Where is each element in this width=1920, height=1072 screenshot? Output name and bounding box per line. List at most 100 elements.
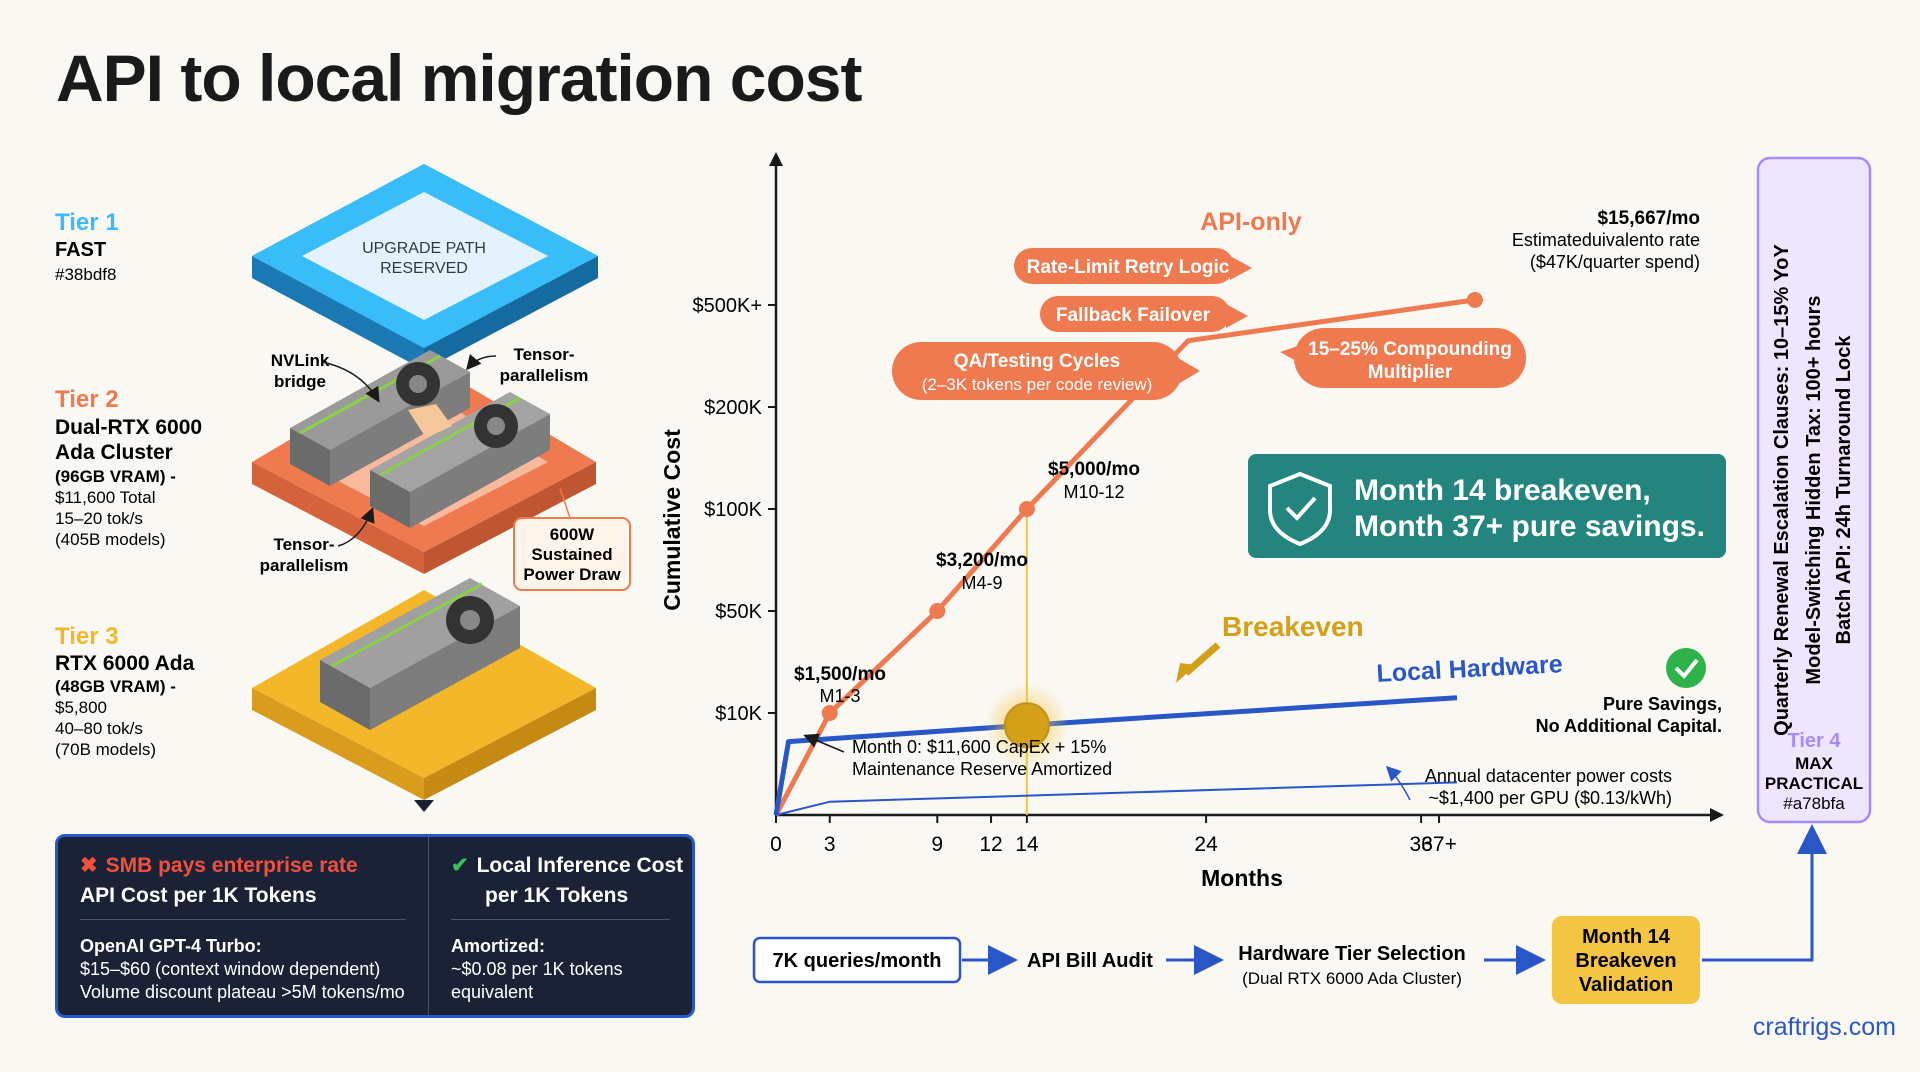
point-label-period: M10-12 xyxy=(1063,482,1124,502)
tier4-name: MAX xyxy=(1795,754,1833,773)
flow-step: API Bill Audit xyxy=(1027,950,1153,972)
tier3-label-block: Tier 3 RTX 6000 Ada (48GB VRAM) - $5,800… xyxy=(55,623,195,759)
hidden-cost-pill: Fallback Failover xyxy=(1040,296,1248,332)
svg-text:Tensor-: Tensor- xyxy=(513,345,574,364)
tier1-label-block: Tier 1 FAST #38bdf8 xyxy=(55,209,119,284)
y-tick-label: $50K xyxy=(715,601,762,623)
power-badge: 600W Sustained Power Draw xyxy=(513,487,631,591)
tier3-label: Tier 3 xyxy=(55,623,119,650)
svg-text:Sustained: Sustained xyxy=(531,545,612,564)
tier3-price: $5,800 xyxy=(55,698,107,717)
point-label-extra: ($47K/quarter spend) xyxy=(1530,252,1700,272)
stack-pointer-icon xyxy=(414,800,434,812)
shield-check-icon xyxy=(1268,471,1332,547)
point-label-period: Estimateduivalento rate xyxy=(1512,230,1700,250)
power-annotation: Annual datacenter power costs xyxy=(1425,766,1672,786)
callout-line2: Month 37+ pure savings. xyxy=(1354,510,1705,543)
callout-line1: Month 14 breakeven, xyxy=(1354,474,1651,507)
point-label-period: M1-3 xyxy=(819,686,860,706)
y-tick-label: $500K+ xyxy=(692,295,762,317)
local-detail: equivalent xyxy=(451,982,534,1002)
point-label-price: $15,667/mo xyxy=(1598,208,1700,229)
y-tick-label: $100K xyxy=(704,499,762,521)
flow-step: Validation xyxy=(1579,974,1673,996)
tier3-name: RTX 6000 Ada xyxy=(55,652,195,675)
cost-chart: Cumulative Cost Months $10K$50K$100K$200… xyxy=(659,152,1726,891)
x-tick-label: 24 xyxy=(1194,833,1218,856)
api-data-point xyxy=(1018,501,1035,517)
side-note: Batch API: 24h Turnaround Lock xyxy=(1833,335,1855,645)
svg-text:Tensor-: Tensor- xyxy=(273,535,334,554)
check-circle-icon xyxy=(1666,648,1706,688)
breakeven-label: Breakeven xyxy=(1222,611,1364,642)
tier4-panel: Quarterly Renewal Escalation Clauses: 10… xyxy=(1756,156,1872,824)
x-tick-label: 37+ xyxy=(1421,833,1457,856)
y-axis-label: Cumulative Cost xyxy=(659,429,685,611)
x-tick-label: 9 xyxy=(931,833,943,856)
point-label-price: $3,200/mo xyxy=(936,550,1028,571)
power-annotation-2: ~$1,400 per GPU ($0.13/kWh) xyxy=(1428,788,1672,808)
breakeven-point xyxy=(1003,702,1050,749)
tier3-models: (70B models) xyxy=(55,740,156,759)
tier4-label: Tier 4 xyxy=(1788,730,1842,752)
point-label-price: $5,000/mo xyxy=(1048,459,1140,480)
tier1-hex: #38bdf8 xyxy=(55,265,116,284)
flow-step-box xyxy=(752,936,962,984)
tier4-name2: PRACTICAL xyxy=(1765,774,1863,793)
x-tick-label: 36 xyxy=(1409,833,1432,856)
local-series-label: Local Hardware xyxy=(1376,650,1563,688)
hidden-cost-pill: Rate-Limit Retry Logic xyxy=(1014,248,1252,284)
tier1-slot-text2: RESERVED xyxy=(380,260,468,277)
api-data-point xyxy=(821,705,838,721)
tier2-speed: 15–20 tok/s xyxy=(55,509,143,528)
cost-comparison-panel: ✖SMB pays enterprise rate API Cost per 1… xyxy=(55,834,695,1018)
y-tick-label: $200K xyxy=(704,397,762,419)
side-note: Model-Switching Hidden Tax: 100+ hours xyxy=(1803,295,1825,684)
local-hardware-line xyxy=(773,695,1458,816)
tier2-price: $11,600 Total xyxy=(55,488,156,507)
month0-arrow-icon xyxy=(803,733,845,753)
tensor-bottom-callout: Tensor- parallelism xyxy=(260,507,375,575)
api-data-point xyxy=(929,603,946,619)
check-icon: ✔ xyxy=(451,854,469,877)
api-detail: Volume discount plateau >5M tokens/mo xyxy=(80,982,405,1002)
tier2-platform xyxy=(252,350,596,574)
savings-annotation-2: No Additional Capital. xyxy=(1536,716,1722,736)
tier2-name: Dual-RTX 6000 xyxy=(55,416,202,439)
x-mark-icon: ✖ xyxy=(80,854,98,877)
flow-step: 7K queries/month xyxy=(773,950,942,972)
savings-annotation: Pure Savings, xyxy=(1603,694,1722,714)
tier1-name: FAST xyxy=(55,239,106,261)
api-header-text: SMB pays enterprise rate xyxy=(105,854,358,877)
tier1-label: Tier 1 xyxy=(55,209,119,236)
page-title: API to local migration cost xyxy=(56,41,862,115)
tier1-slot-text: UPGRADE PATH xyxy=(362,240,486,257)
flow-step: Breakeven xyxy=(1575,950,1676,972)
svg-text:Multiplier: Multiplier xyxy=(1368,362,1453,383)
svg-text:QA/Testing Cycles: QA/Testing Cycles xyxy=(954,351,1120,372)
gpu-card-icon-3 xyxy=(320,578,520,730)
power-arrow-icon xyxy=(1385,765,1411,801)
local-amortized: Amortized: xyxy=(451,936,545,956)
local-header: ✔Local Inference Cost xyxy=(451,851,683,881)
watermark: craftrigs.com xyxy=(1753,1013,1896,1041)
tier2-label: Tier 2 xyxy=(55,386,119,413)
local-detail: ~$0.08 per 1K tokens xyxy=(451,959,623,979)
api-series-label: API-only xyxy=(1200,208,1301,236)
x-tick-label: 3 xyxy=(824,833,836,856)
svg-text:(2–3K tokens per code review): (2–3K tokens per code review) xyxy=(922,375,1153,394)
tensor-top-callout: Tensor- parallelism xyxy=(466,345,588,385)
chart-axes xyxy=(769,152,1724,822)
power-cost-line xyxy=(775,781,1458,816)
tier1-platform: UPGRADE PATH RESERVED xyxy=(252,164,598,370)
tier3-platform xyxy=(252,578,596,800)
tier3-speed: 40–80 tok/s xyxy=(55,719,143,738)
flow-step: Month 14 xyxy=(1582,926,1671,948)
api-cost-column: ✖SMB pays enterprise rate API Cost per 1… xyxy=(58,837,428,1015)
x-tick-label: 0 xyxy=(770,833,782,856)
month0-annotation-2: Maintenance Reserve Amortized xyxy=(852,759,1112,779)
flow-step-box xyxy=(1552,916,1700,1004)
x-tick-label: 12 xyxy=(979,833,1002,856)
svg-text:parallelism: parallelism xyxy=(260,556,349,575)
month0-annotation: Month 0: $11,600 CapEx + 15% xyxy=(852,737,1106,757)
